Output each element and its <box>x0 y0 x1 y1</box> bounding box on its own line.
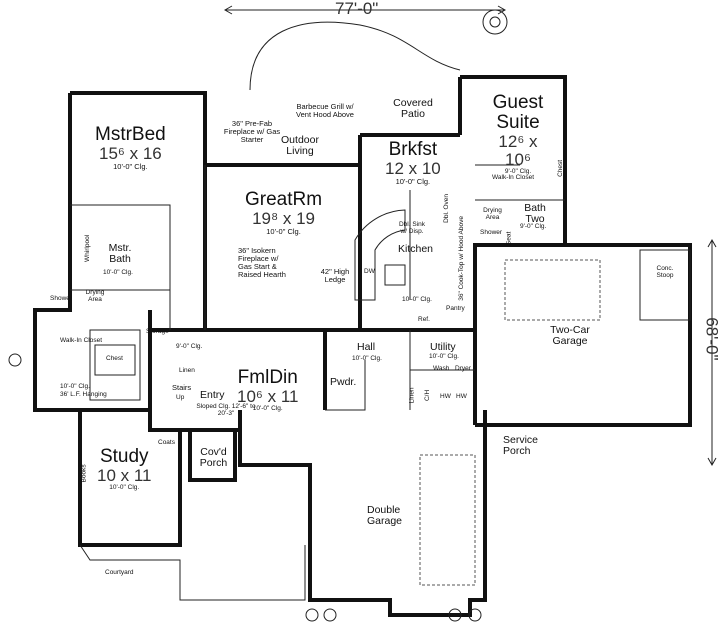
room-study: Study 10 x 11 10'-0" Clg. <box>97 447 152 492</box>
books: Books <box>80 464 88 483</box>
width-dimension-line <box>223 5 507 15</box>
bath-two-ceiling: 9'-0" Clg. <box>520 223 547 230</box>
shrub-icons <box>8 353 482 622</box>
room-greatrm: GreatRm 19⁸ x 19 10'-0" Clg. <box>245 190 322 236</box>
ch-unit: C/H <box>424 389 432 402</box>
conc-stoop: Conc. Stoop <box>656 265 674 279</box>
stoop-outline <box>639 249 691 321</box>
sink-note: Dbl. Sink w/ Disp. <box>398 221 425 235</box>
water-heater-2: HW <box>456 393 467 400</box>
refrigerator: Ref. <box>418 316 430 323</box>
stairs-up: Up <box>176 394 185 401</box>
drying-area: Drying Area <box>85 289 105 303</box>
courtyard: Courtyard <box>105 569 134 576</box>
room-brkfst: Brkfst 12 x 10 10'-0" Clg. <box>385 140 441 186</box>
room-guest-suite: Guest Suite 12⁶ x 10⁶ 9'-0" Clg. <box>488 93 548 175</box>
shower-2: Shower <box>480 229 503 236</box>
room-entry: Entry <box>200 389 225 401</box>
mstr-bath-ceiling: 10'-0" Clg. <box>103 269 133 276</box>
room-size: 12⁶ x 10⁶ <box>498 131 538 169</box>
coats: Coats <box>158 439 175 446</box>
prefab-fireplace-note: 36" Pre-Fab Fireplace w/ Gas Starter <box>223 119 281 144</box>
closet-ceiling: 10'-0" Clg. <box>60 383 90 390</box>
room-name: Study <box>99 446 149 467</box>
shower: Shower <box>50 295 73 302</box>
room-covd-porch: Cov'd Porch <box>199 446 228 470</box>
drying-area-2: Drying Area <box>483 207 502 221</box>
bbq-note: Barbecue Grill w/ Vent Hood Above <box>296 102 354 119</box>
room-ceiling: 10'-0" Clg. <box>252 404 283 412</box>
whirlpool: Whirlpool <box>84 234 92 262</box>
water-heater-1: HW <box>440 393 451 400</box>
room-name: GreatRm <box>245 189 323 210</box>
room-name: Brkfst <box>388 139 438 160</box>
room-bath-two: Bath Two <box>524 202 546 226</box>
room-covered-patio: Covered Patio <box>393 97 433 121</box>
room-size: 10 x 11 <box>97 465 152 485</box>
width-dimension: 77'-0" <box>335 0 379 18</box>
service-porch: Service Porch <box>503 434 539 458</box>
room-name: Guest Suite <box>492 92 544 133</box>
room-ceiling: 10'-0" Clg. <box>109 483 140 491</box>
room-size: 12 x 10 <box>385 158 441 178</box>
entry-ceiling: Sloped Clg. 12'-6" to 20'-3" <box>196 403 256 417</box>
room-mstrbed: MstrBed 15⁶ x 16 10'-0" Clg. <box>95 125 166 171</box>
room-mstr-bath: Mstr. Bath <box>108 242 132 266</box>
depth-dimension: 68'-0" <box>702 317 722 361</box>
tree-icon <box>482 9 508 35</box>
interior-walls <box>70 164 691 601</box>
seat: Seat <box>505 231 513 246</box>
room-ceiling: 10'-0" Clg. <box>266 226 301 236</box>
storage-ceiling: 9'-0" Clg. <box>176 343 203 350</box>
room-two-car-garage: Two-Car Garage <box>550 324 590 348</box>
room-ceiling: 10'-0" Clg. <box>395 176 431 186</box>
outdoor-arc <box>249 21 461 91</box>
closet-label: Walk-In Closet <box>60 337 103 344</box>
guest-chest: Chest <box>557 159 565 177</box>
linen: Linen <box>179 367 195 374</box>
closet-chest: Chest <box>106 355 123 362</box>
room-kitchen: Kitchen <box>398 243 434 255</box>
utility-ceiling: 10'-0" Clg. <box>429 353 459 360</box>
linen-2: Linen <box>408 387 416 404</box>
room-outdoor-living: Outdoor Living <box>281 134 319 158</box>
room-name: FmlDin <box>237 367 298 388</box>
room-utility: Utility <box>430 341 456 353</box>
dishwasher: DW <box>364 268 375 275</box>
room-hall: Hall <box>357 341 376 353</box>
depth-dimension-line <box>707 238 717 467</box>
double-oven: Dbl. Oven <box>443 193 451 223</box>
pantry: Pantry <box>446 305 465 312</box>
closet-hanging: 36' L.F. Hanging <box>60 391 107 398</box>
room-size: 15⁶ x 16 <box>98 143 162 163</box>
room-name: MstrBed <box>95 124 166 145</box>
room-fmldin: FmlDin 10⁶ x 11 10'-0" Clg. <box>237 368 299 413</box>
room-pwdr: Pwdr. <box>330 376 357 388</box>
room-ceiling: 9'-0" Clg. <box>504 167 532 175</box>
room-double-garage: Double Garage <box>367 504 403 528</box>
exterior-walls <box>33 75 692 617</box>
stairs: Stairs <box>172 383 192 392</box>
room-size: 19⁸ x 19 <box>252 208 315 228</box>
dryer: Dryer <box>455 365 471 372</box>
isokern-fireplace-note: 36" Isokern Fireplace w/ Gas Start & Rai… <box>238 246 286 279</box>
room-ceiling: 10'-0" Clg. <box>113 161 148 171</box>
kitchen-ceiling: 10'-0" Clg. <box>402 296 432 303</box>
room-size: 10⁶ x 11 <box>237 386 299 406</box>
cooktop-note: 36" Cook-Top w/ Hood Above <box>457 216 465 301</box>
washer: Wash <box>433 365 450 372</box>
hall-ceiling: 10'-0" Clg. <box>352 355 382 362</box>
storage: Storage <box>146 328 169 335</box>
ledge-note: 42" High Ledge <box>320 267 350 284</box>
guest-walkin-closet: Walk-In Closet <box>492 174 535 181</box>
